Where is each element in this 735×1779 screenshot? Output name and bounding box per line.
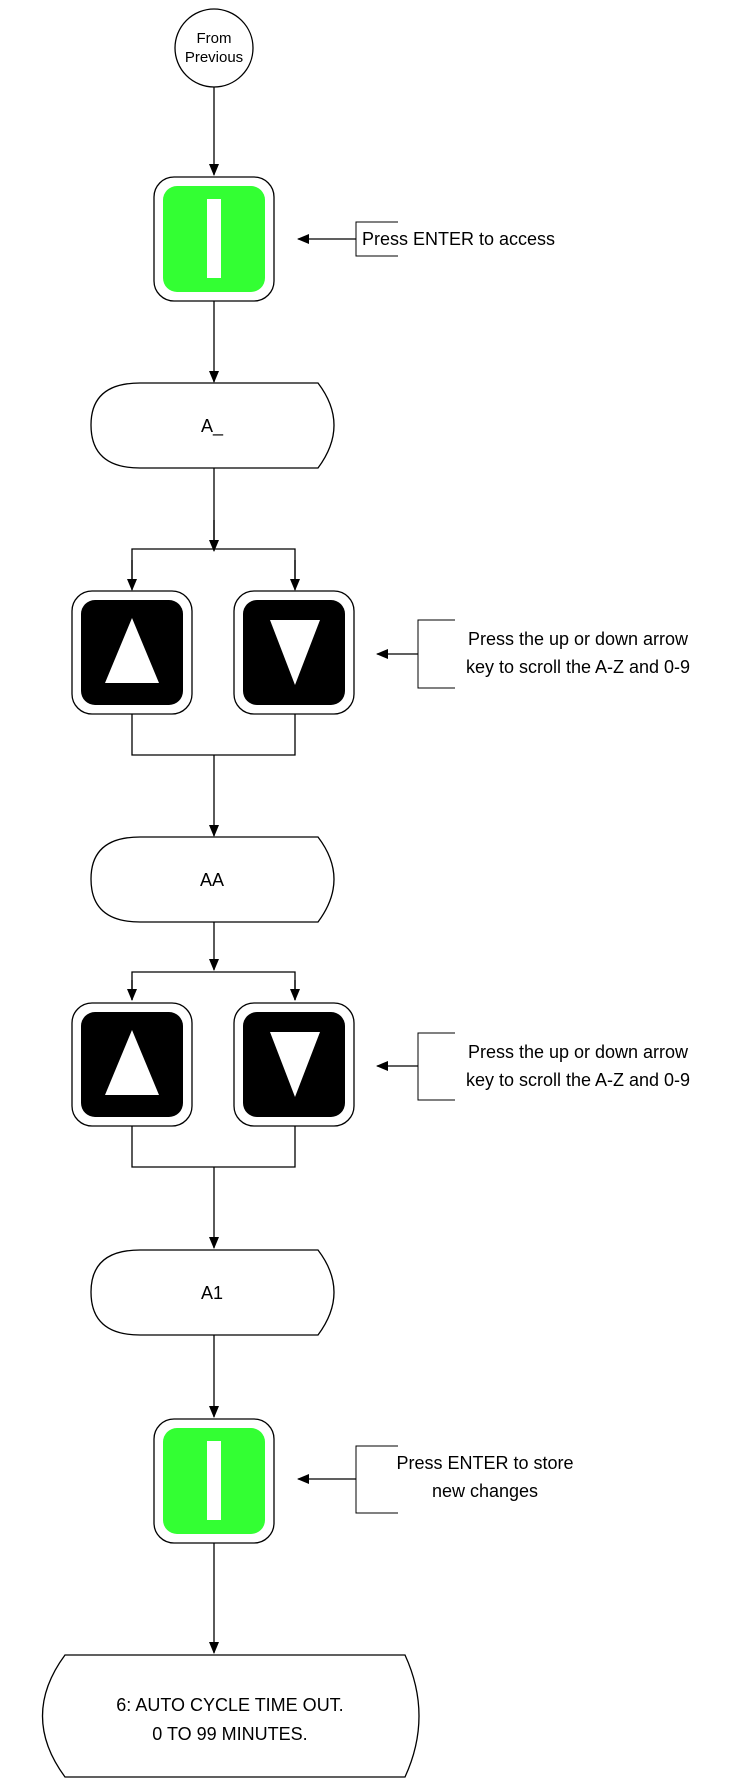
note-scroll-1-line2: key to scroll the A-Z and 0-9: [466, 657, 690, 677]
note-scroll-2-line1: Press the up or down arrow: [468, 1042, 689, 1062]
up-arrow-key-button[interactable]: [71, 1002, 193, 1127]
note-press-enter-access: Press ENTER to access: [362, 229, 555, 249]
display-text: A1: [201, 1283, 223, 1303]
enter-bar-icon: [207, 1441, 221, 1520]
enter-bar-icon: [207, 199, 221, 278]
note-press-enter-store-line2: new changes: [432, 1481, 538, 1501]
end-label-line1: 6: AUTO CYCLE TIME OUT.: [116, 1695, 343, 1715]
down-arrow-icon: [270, 620, 320, 685]
note-press-enter-store-line1: Press ENTER to store: [396, 1453, 573, 1473]
down-arrow-key-button[interactable]: [233, 590, 355, 715]
display-text: A_: [201, 416, 224, 437]
display-a1: A1: [90, 1249, 335, 1336]
start-label-line2: Previous: [185, 49, 243, 66]
up-arrow-key-button[interactable]: [71, 590, 193, 715]
note-scroll-1-line1: Press the up or down arrow: [468, 629, 689, 649]
enter-key-button[interactable]: [153, 1418, 275, 1544]
up-arrow-icon: [105, 1030, 159, 1095]
start-label-line1: From: [197, 30, 232, 47]
display-text: AA: [200, 870, 224, 890]
start-connector: From Previous: [174, 8, 254, 88]
end-terminator: 6: AUTO CYCLE TIME OUT. 0 TO 99 MINUTES.: [41, 1654, 420, 1778]
down-arrow-icon: [270, 1032, 320, 1097]
display-a-underscore: A_: [90, 382, 335, 469]
down-arrow-key-button[interactable]: [233, 1002, 355, 1127]
end-label-line2: 0 TO 99 MINUTES.: [152, 1724, 307, 1744]
up-arrow-icon: [105, 618, 159, 683]
enter-key-button[interactable]: [153, 176, 275, 302]
note-scroll-2-line2: key to scroll the A-Z and 0-9: [466, 1070, 690, 1090]
display-aa: AA: [90, 836, 335, 923]
